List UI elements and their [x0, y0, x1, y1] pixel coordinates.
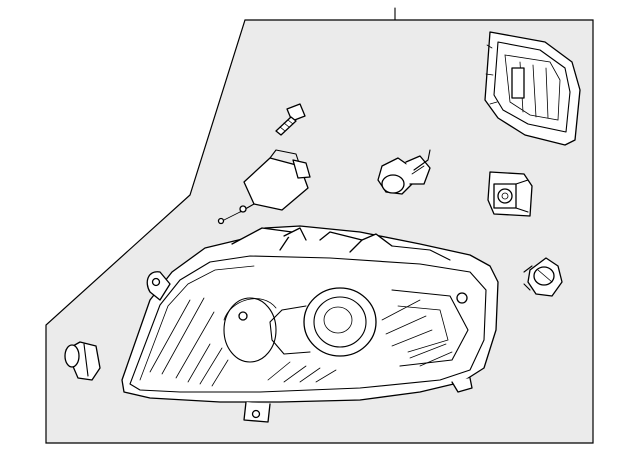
- leveling-motor[interactable]: [217, 149, 311, 225]
- headlamp-assembly[interactable]: [121, 225, 499, 423]
- bulb-socket-side[interactable]: [523, 257, 563, 297]
- module-socket[interactable]: [487, 171, 533, 217]
- ballast-control-unit[interactable]: [484, 31, 581, 146]
- adjusting-screw[interactable]: [275, 103, 306, 136]
- cap-connector[interactable]: [64, 341, 101, 381]
- bulb-socket-upper[interactable]: [377, 149, 431, 195]
